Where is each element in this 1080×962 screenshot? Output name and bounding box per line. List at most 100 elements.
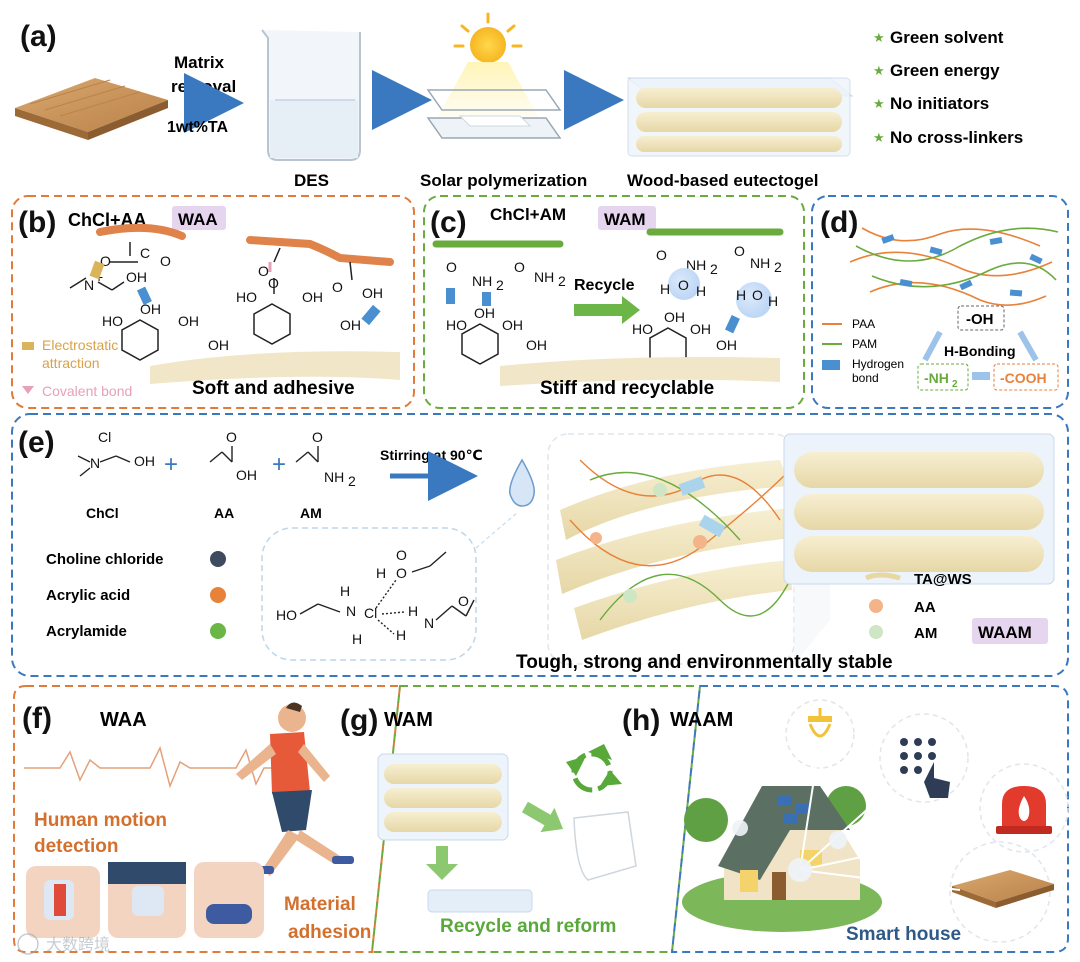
badge-waa-text: WAA [178, 210, 218, 229]
legend-name: Acrylic acid [46, 587, 130, 604]
atom-h: H [408, 603, 418, 619]
skin-patch-icons [26, 862, 264, 938]
legend-dot [210, 623, 226, 639]
panel-g-frame [370, 685, 702, 953]
fire-alarm-icon [979, 763, 1069, 853]
atom-h: H [696, 283, 706, 299]
runner-icon [236, 702, 354, 876]
gel-legend-aa: AA [914, 599, 936, 616]
atom-oh: OH [208, 337, 229, 353]
wood-slab-small-icon [949, 841, 1054, 943]
watermark-logo-icon [17, 933, 39, 955]
legend-pam: PAM [852, 337, 877, 351]
nh2-box-sub: 2 [952, 379, 958, 390]
atom-sub2: 2 [558, 273, 566, 289]
panel-a: (a) Matrix removal 1wt%TA DES [15, 12, 1023, 190]
atom-o: O [514, 259, 525, 275]
wood-surface [150, 351, 400, 384]
legend-name: Choline chloride [46, 551, 164, 568]
wood-slab-icon [15, 78, 168, 140]
des-zoom-frame [261, 527, 477, 661]
panel-a-label: (a) [20, 20, 57, 53]
gel-block-3d [783, 433, 1055, 585]
panel-g-caption: Recycle and reform [440, 916, 616, 937]
panel-c-caption: Stiff and recyclable [540, 378, 714, 399]
panel-c: (c) ChCl+AM WAM O NH 2 O NH 2 HO OH OH O… [423, 195, 805, 409]
solar-label: Solar polymerization [420, 171, 587, 190]
panel-g: (g) WAM Recycle and reform [340, 685, 702, 953]
chcl-name: ChCl [86, 505, 119, 521]
panel-b-frame [11, 195, 415, 409]
legend-electrostatic-2: attraction [42, 355, 100, 371]
feature-item: ★ No initiators [873, 94, 989, 113]
atom-o: O [678, 277, 689, 293]
watermark: 大数跨境 [17, 933, 110, 955]
feature-item: ★ Green solvent [873, 28, 1004, 47]
star-icon: ★ [873, 30, 885, 45]
atom-oh: OH [474, 305, 495, 321]
panel-h-caption: Smart house [846, 924, 961, 945]
molecule-sketch [77, 446, 319, 477]
star-icon: ★ [873, 63, 885, 78]
hb-link [972, 372, 990, 380]
feature-text: No cross-linkers [890, 128, 1023, 147]
badge-waam [972, 618, 1048, 644]
legend-paa: PAA [852, 317, 875, 331]
atom-o: O [396, 565, 407, 581]
am-legend-dot [869, 625, 883, 639]
legend-dot [210, 551, 226, 567]
droplet-icon [509, 458, 535, 507]
legend-electrostatic-swatch [22, 342, 34, 350]
panel-c-label: (c) [430, 206, 467, 239]
atom-ho: HO [446, 317, 467, 333]
panel-g-label: (g) [340, 704, 378, 737]
paa-chain [246, 236, 394, 266]
atom-oh: OH [664, 309, 685, 325]
hbond-mark [724, 315, 740, 334]
panel-f-frame [13, 685, 402, 953]
recycle-icon [566, 744, 622, 793]
atom-nh2: NH [686, 257, 706, 273]
electrostatic-mark [89, 260, 105, 280]
atom-n: N [424, 615, 434, 631]
atom-n: N [84, 277, 94, 293]
step1-line3: 1wt%TA [167, 119, 228, 136]
panel-b-caption: Soft and adhesive [192, 378, 355, 399]
atom-c: C [140, 245, 150, 261]
gel-block-small [377, 753, 509, 841]
am-name: AM [300, 505, 322, 521]
atom-o: O [752, 287, 763, 303]
molecule-sketch [69, 242, 353, 294]
oh-box-text: -OH [966, 311, 994, 328]
panel-e-label: (e) [18, 426, 55, 459]
cooh-box-text: -COOH [1000, 370, 1047, 386]
badge-wam-text: WAM [604, 210, 646, 229]
panel-e-caption: Tough, strong and environmentally stable [516, 652, 893, 673]
feature-list: ★ Green solvent ★ Green energy ★ No init… [873, 28, 1023, 147]
atom-o: O [100, 253, 111, 269]
atom-ho: HO [102, 313, 123, 329]
atom-o: O [458, 593, 469, 609]
benzene-ring [253, 303, 291, 345]
atom-o: O [258, 263, 269, 279]
atom-o: O [446, 259, 457, 275]
panel-f-label: (f) [22, 702, 52, 735]
atom-sub2: 2 [348, 473, 356, 489]
feature-text: No initiators [890, 94, 989, 113]
atom-oh: OH [126, 269, 147, 285]
stirring-label: Stirring at 90℃ [380, 447, 483, 463]
step1-line2: removal [171, 77, 236, 96]
atom-o: O [396, 547, 407, 563]
smart-house-icon [682, 739, 991, 932]
ws-legend-swatch [865, 572, 901, 581]
gel-legend-am: AM [914, 625, 937, 642]
gel-legend-ws: TA@WS [914, 571, 972, 588]
feature-item: ★ No cross-linkers [873, 128, 1023, 147]
aa-legend-dot [869, 599, 883, 613]
atom-o: O [312, 429, 323, 445]
benzene-ring [461, 323, 499, 365]
atom-ho: HO [632, 321, 653, 337]
nh2-box [917, 363, 969, 391]
atom-ho: HO [236, 289, 257, 305]
atom-o: O [734, 243, 745, 259]
